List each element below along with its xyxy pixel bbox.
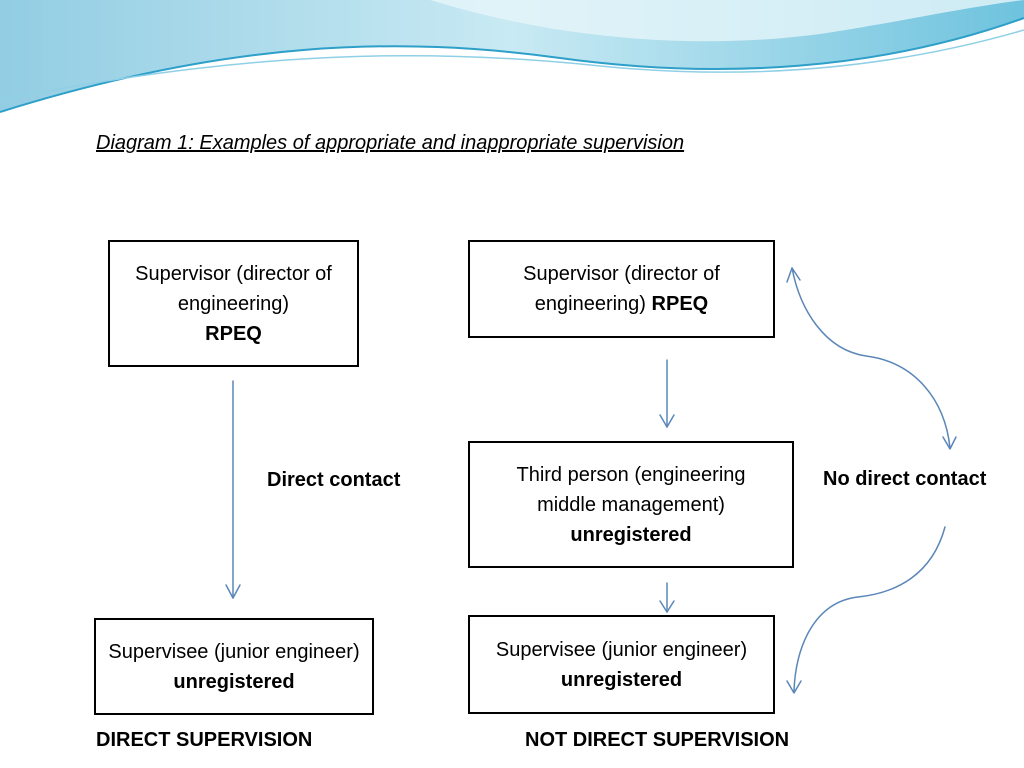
diagram-title: Diagram 1: Examples of appropriate and i…: [96, 132, 685, 154]
right-supervisor-registration: RPEQ: [651, 293, 709, 315]
right-supervisee-box: Supervisee (junior engineer) unregistere…: [468, 615, 775, 714]
arrow-right-lower-head: [659, 600, 675, 613]
curved-arrow-upper-head-top: [786, 267, 801, 283]
curved-arrow-lower-head: [786, 680, 802, 694]
header-wave-banner: [0, 0, 1024, 113]
curved-arrow-upper-head-bottom: [942, 436, 957, 450]
direct-supervision-caption: DIRECT SUPERVISION: [96, 729, 313, 751]
not-direct-supervision-caption: NOT DIRECT SUPERVISION: [525, 729, 790, 751]
direct-contact-label: Direct contact: [267, 469, 401, 491]
no-direct-contact-label: No direct contact: [823, 468, 987, 490]
curved-arrow-upper: [791, 267, 951, 449]
third-person-box: Third person (engineering middle managem…: [468, 441, 794, 568]
left-supervisor-registration: RPEQ: [205, 322, 262, 345]
left-supervisee-registration: unregistered: [173, 670, 295, 693]
left-supervisor-text: Supervisor (director of engineering): [135, 262, 332, 315]
third-person-registration: unregistered: [570, 523, 692, 546]
left-supervisor-box: Supervisor (director of engineering) RPEQ: [108, 240, 359, 367]
left-supervisee-box: Supervisee (junior engineer) unregistere…: [94, 618, 374, 715]
left-supervisee-text: Supervisee (junior engineer): [108, 640, 360, 663]
right-supervisee-registration: unregistered: [560, 668, 683, 691]
right-supervisee-text: Supervisee (junior engineer): [495, 638, 748, 661]
right-supervisor-text: Supervisor (director of engineering): [523, 263, 720, 315]
arrow-right-upper-head: [659, 414, 675, 428]
curved-arrow-lower: [793, 526, 946, 693]
third-person-text: Third person (engineering middle managem…: [516, 463, 746, 516]
arrow-left-down-head: [225, 584, 241, 599]
right-supervisor-box: Supervisor (director of engineering) RPE…: [468, 240, 775, 338]
